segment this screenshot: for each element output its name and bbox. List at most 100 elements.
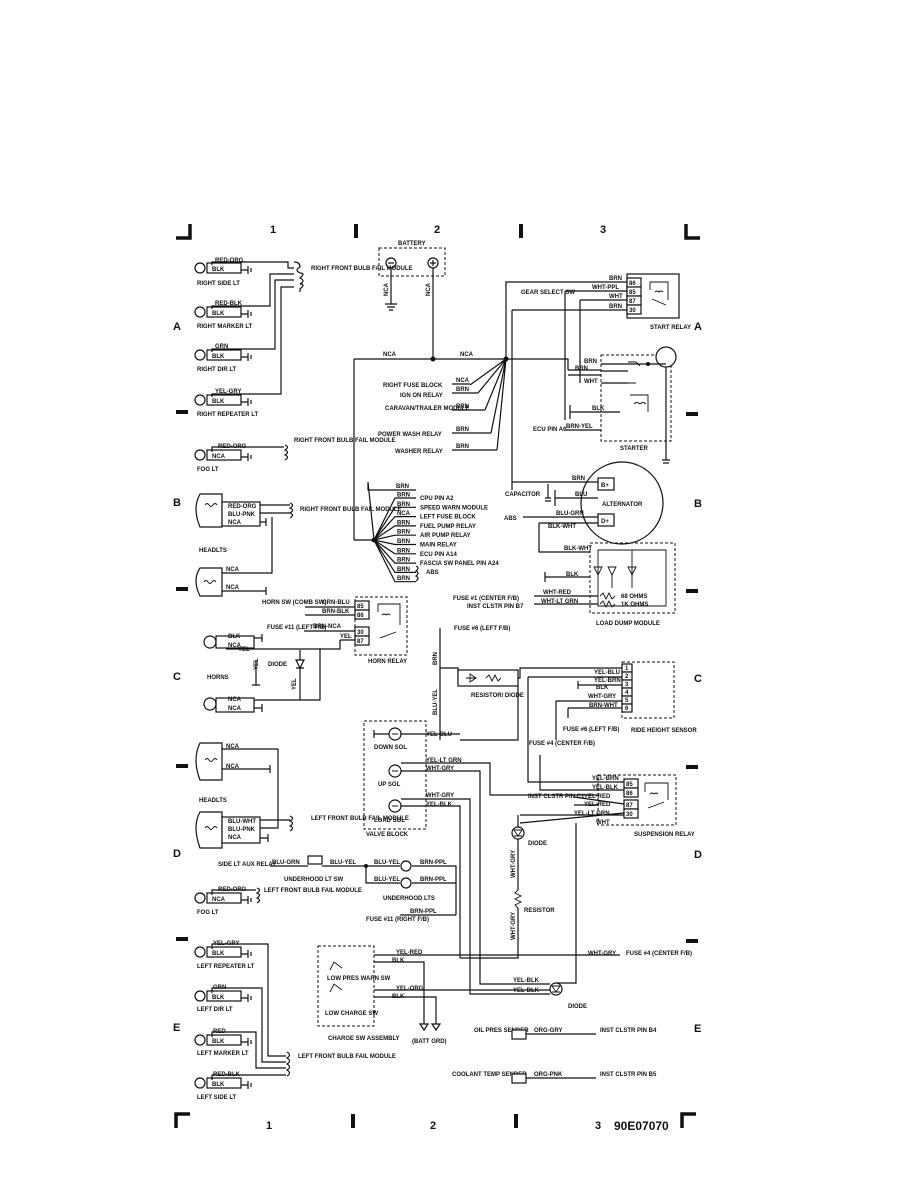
valve-block: DOWN SOL UP SOL LOAD SOL YEL-BLU YEL-LT … (363, 720, 598, 995)
svg-text:YEL-LT GRN: YEL-LT GRN (426, 758, 462, 764)
svg-text:BLK: BLK (212, 399, 225, 405)
svg-text:NCA: NCA (228, 520, 242, 526)
svg-text:WHT-GRY: WHT-GRY (511, 912, 517, 940)
svg-text:87: 87 (629, 299, 636, 305)
lamp-right-marker: RED-BLK BLK RIGHT MARKER LT (194, 273, 294, 330)
svg-text:FOG LT: FOG LT (197, 910, 219, 916)
svg-text:YEL-BLU: YEL-BLU (426, 732, 452, 738)
svg-text:YEL-LT GRN: YEL-LT GRN (574, 811, 610, 817)
grid-column-labels: 1 2 3 1 2 3 90E07070 (266, 224, 669, 1133)
svg-text:YEL-GRY: YEL-GRY (215, 389, 241, 395)
svg-text:WHT: WHT (596, 820, 610, 826)
svg-text:NCA: NCA (228, 835, 242, 841)
row-label-B: B (173, 497, 181, 509)
sender-coolant: COOLANT TEMP SENDER ORG-PNK INST CLSTR P… (452, 1072, 657, 1084)
svg-text:BRN: BRN (433, 652, 439, 665)
svg-text:5: 5 (625, 698, 629, 704)
svg-text:RESISTOR/ DIODE: RESISTOR/ DIODE (471, 693, 524, 699)
svg-text:BLK: BLK (596, 685, 609, 691)
svg-text:YEL: YEL (238, 647, 250, 653)
row-label-A-right: A (694, 321, 702, 333)
suspension-relay: 85 86 87 30 YEL-BRN YEL-BLK YEL-RED YEL-… (460, 774, 695, 984)
horn-relay-label: HORN RELAY (368, 659, 407, 665)
row-label-B-right: B (694, 498, 702, 510)
svg-text:1: 1 (625, 666, 629, 672)
row-label-E: E (173, 1022, 180, 1034)
ecu-pin-a6-label: ECU PIN A6 (533, 427, 567, 433)
svg-text:GRN: GRN (215, 344, 228, 350)
splice-wire-color: BRN (397, 567, 410, 573)
horn-relay: 85 86 30 87 GRN-BLU BRN-BLK HORN SW (COM… (262, 596, 408, 665)
headlts-right-label: HEADLTS (199, 548, 227, 554)
svg-text:RIGHT FUSE BLOCK: RIGHT FUSE BLOCK (383, 383, 443, 389)
svg-text:FUSE #1 (CENTER F/B): FUSE #1 (CENTER F/B) (453, 596, 519, 602)
headlts-left: NCA NCA HEADLTS BLU-WHT BLU-PNK NCA LEFT… (195, 742, 409, 849)
svg-text:BRN: BRN (584, 359, 597, 365)
svg-text:COOLANT TEMP SENDER: COOLANT TEMP SENDER (452, 1072, 527, 1078)
load-dump-module-label: LOAD DUMP MODULE (596, 621, 660, 627)
row-label-A: A (173, 321, 181, 333)
svg-text:ORG-GRY: ORG-GRY (534, 1028, 562, 1034)
svg-text:30: 30 (357, 630, 364, 636)
splice-load-label: MAIN RELAY (420, 543, 457, 549)
splice-wire-color: BRN (397, 576, 410, 582)
right-dir-lt-label: RIGHT DIR LT (197, 367, 237, 373)
suspension-relay-label: SUSPENSION RELAY (634, 832, 695, 838)
svg-text:2: 2 (625, 674, 629, 680)
svg-text:3: 3 (625, 682, 629, 688)
svg-text:YEL-BLK: YEL-BLK (513, 988, 540, 994)
svg-text:WHT-RED: WHT-RED (543, 590, 572, 596)
right-lamps: RED-ORG BLK RIGHT SIDE LT RED-BLK BLK RI… (194, 258, 413, 418)
svg-text:BRN-PPL: BRN-PPL (420, 860, 447, 866)
svg-text:BLU-YEL: BLU-YEL (374, 860, 400, 866)
lamp-left-marker: RED BLK LEFT MARKER LT (194, 1029, 286, 1069)
svg-text:BRN-NCA: BRN-NCA (313, 624, 342, 630)
svg-text:DIODE: DIODE (528, 841, 547, 847)
svg-text:RIGHT FRONT BULB FAIL MODULE: RIGHT FRONT BULB FAIL MODULE (294, 438, 396, 444)
lamp-left-repeater: YEL-GRY BLK LEFT REPEATER LT (194, 941, 286, 1057)
charge-sw-assembly-label: CHARGE SW ASSEMBLY (328, 1036, 400, 1042)
start-relay: 86 85 87 30 BRN WHT-PPL WHT BRN GEAR SEL… (511, 273, 691, 490)
svg-text:NCA: NCA (383, 352, 397, 358)
svg-text:BLU: BLU (575, 492, 587, 498)
battery-nca-left: NCA (384, 282, 390, 296)
fog-lt-left: RED-ORG NCA FOG LT LEFT FRONT BULB FAIL … (194, 887, 362, 916)
svg-text:BRN: BRN (575, 366, 588, 372)
gear-select-sw-label: GEAR SELECT SW (521, 290, 575, 296)
splice-load-label: FUEL PUMP RELAY (420, 524, 476, 530)
splice-wire (373, 539, 416, 555)
svg-text:BRN-BLK: BRN-BLK (322, 609, 350, 615)
svg-text:RIGHT FRONT BULB FAIL MODULE: RIGHT FRONT BULB FAIL MODULE (300, 507, 402, 513)
svg-text:DIODE: DIODE (568, 1004, 587, 1010)
svg-text:BLK: BLK (228, 634, 241, 640)
svg-text:INST CLSTR PIN B7: INST CLSTR PIN B7 (467, 604, 524, 610)
svg-text:ORG-PNK: ORG-PNK (534, 1072, 563, 1078)
svg-text:UNDERHOOD LT SW: UNDERHOOD LT SW (284, 877, 344, 883)
svg-text:BLK-WHT: BLK-WHT (548, 524, 576, 530)
splice-wire-color: BRN (397, 530, 410, 536)
svg-text:85: 85 (629, 290, 636, 296)
splice-wire-color: BRN (397, 502, 410, 508)
svg-text:WASHER RELAY: WASHER RELAY (395, 449, 443, 455)
svg-text:GRN-BLU: GRN-BLU (322, 600, 350, 606)
svg-text:NCA: NCA (226, 585, 240, 591)
resistor-diode: FUSE #6 (LEFT F/B) BRN RESISTOR/ DIODE B… (433, 626, 628, 741)
svg-text:INST CLSTR PIN B4: INST CLSTR PIN B4 (600, 1028, 657, 1034)
svg-text:IGN ON RELAY: IGN ON RELAY (400, 393, 443, 399)
svg-text:85: 85 (626, 782, 633, 788)
svg-text:BLK: BLK (392, 958, 405, 964)
svg-text:FUSE #11 (LEFT F/B): FUSE #11 (LEFT F/B) (267, 625, 326, 631)
col-label-2: 2 (434, 224, 440, 236)
row-label-C-right: C (694, 673, 702, 685)
svg-text:NCA: NCA (226, 567, 240, 573)
svg-text:NCA: NCA (228, 697, 242, 703)
lamp-left-side: RED-BLK BLK LEFT SIDE LT (194, 1072, 286, 1101)
svg-text:BLK: BLK (212, 354, 225, 360)
grid-row-labels: A B C D E A B C D E (173, 321, 702, 1035)
svg-text:DOWN SOL: DOWN SOL (374, 745, 407, 751)
svg-text:YEL-BLK: YEL-BLK (513, 978, 540, 984)
center-load-washer: WASHER RELAY BRN (395, 444, 497, 455)
svg-text:BRN-WHT: BRN-WHT (589, 703, 618, 709)
splice-wire (373, 525, 416, 541)
